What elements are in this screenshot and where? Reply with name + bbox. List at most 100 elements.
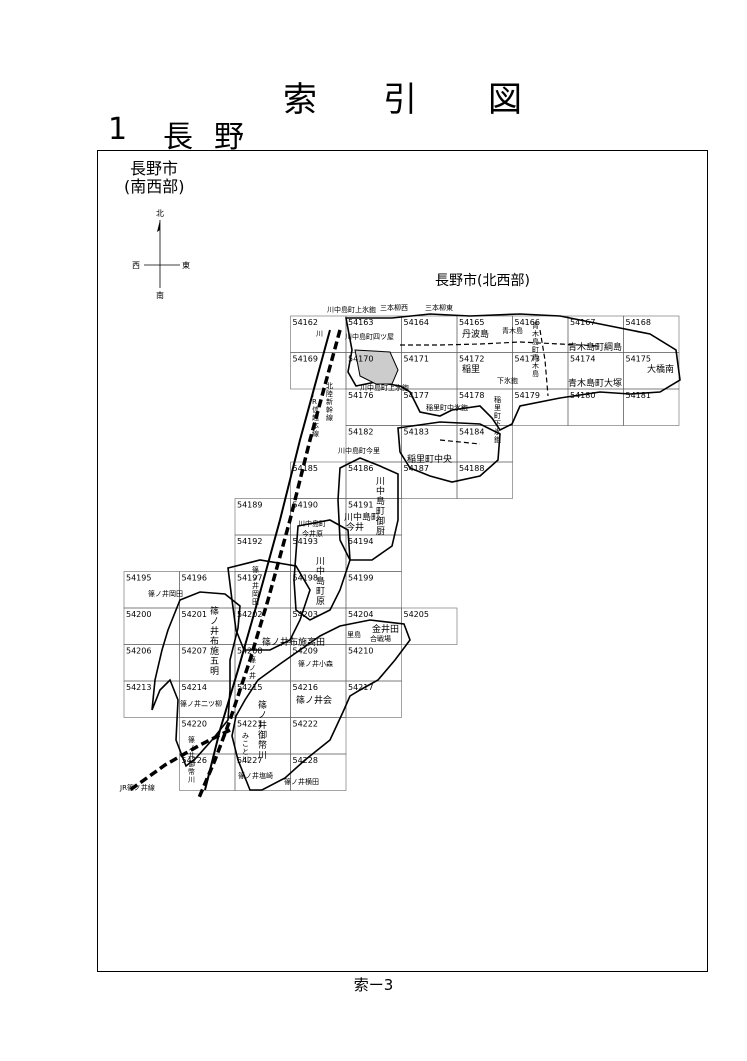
grid-cell-number: 54194 [348,537,373,546]
district-boundary [151,591,241,768]
place-label-tanbajima: 丹波島 [462,328,489,340]
place-label-satomachi: 里島 [347,630,361,639]
grid-cell-number: 54192 [237,537,262,546]
place-label-mikotogawa: みこと川 [242,732,249,764]
compass-east: 東 [182,261,190,270]
shaded-area [354,349,399,385]
place-label-layer: 川中島町上氷鉋三本柳西三本柳東川中島町四ツ屋丹波島青木島青木島町青木島青木島町綱… [119,303,674,792]
place-label-ohashiminami: 大橋南 [647,363,674,375]
place-label-inasato: 稲里 [462,363,480,375]
grid-cell[interactable] [623,388,680,426]
district-dashed-boundary [439,439,481,445]
grid-cell-number: 54215 [237,683,262,692]
place-label-shinonoi-fuse-gomyo: 篠ノ井布施五明 [210,605,219,677]
grid-cell-number: 54169 [293,355,318,364]
grid-cell-number: 54172 [459,355,484,364]
district-boundary [337,457,399,561]
jr-shinonoi-line [128,728,231,792]
jr-shinetsu-line [196,329,342,801]
grid-cell[interactable] [345,680,402,718]
grid-cell-number: 54173 [515,355,540,364]
place-label-kawanakajima-mikuriya: 川中島町御厨 [376,477,385,537]
place-label-kawanakajima-imaihara-a: 川中島町 [298,519,326,528]
grid-cell-number: 54203 [293,610,318,619]
grid-cell-number: 54181 [626,391,651,400]
grid-cell-number: 54166 [515,318,540,327]
grid-cell-number: 54187 [404,464,429,473]
compass-cross-icon [144,220,180,288]
place-label-kawanakajima-kamihikami-top: 川中島町上氷鉋 [327,305,376,314]
place-label-kanaida: 金井田 [372,623,399,635]
grid-cell-number: 54207 [182,647,207,656]
place-label-shinonoi-shiozaki: 篠ノ井塩崎 [238,771,273,780]
place-label-aokijimacho-tsunajima: 青木島町綱島 [568,341,622,353]
grid-cell-number: 54221 [237,720,262,729]
grid-cell-number: 54216 [293,683,318,692]
grid-cell-number: 54165 [459,318,484,327]
grid-cell-number: 54186 [348,464,373,473]
grid-cell-number: 54189 [237,501,262,510]
compass-north: 北 [156,209,164,218]
railway-layer [128,329,342,801]
grid-cell-number: 54200 [126,610,151,619]
grid-cell-number: 54183 [404,428,429,437]
grid-cell-number: 54178 [459,391,484,400]
place-label-aokijimacho-vertical: 青木島町青木島 [532,321,539,378]
district-dashed-boundary [400,341,601,347]
place-label-kawanakajima-kamihikami-mid: 川中島町上氷鉋 [360,383,409,392]
place-label-inasatocho-chuhikami: 稲里町中氷鉋 [426,403,468,412]
grid-cell-number: 54195 [126,574,151,583]
grid-cell-number: 54179 [515,391,540,400]
district-boundary [227,559,311,651]
section-char-2: 野 [214,120,244,155]
grid-cell-number: 54185 [293,464,318,473]
grid-cell-number: 54228 [293,756,318,765]
place-label-kawanakajima-hara: 川中島町原 [316,557,325,607]
grid-cell-number: 54168 [626,318,651,327]
place-label-aokijima: 青木島 [502,326,523,335]
grid-cell-number: 54202 [237,610,262,619]
boundaries-layer [151,313,681,791]
district-boundary [231,619,411,791]
grid-cell-number: 54205 [404,610,429,619]
place-label-jr-shinonoi: JR篠ノ井線 [119,783,155,792]
grid-cell-number: 54206 [126,647,151,656]
page-footer: 索ー3 [353,976,394,994]
place-label-shinonoi-okada-h: 篠ノ井岡田 [148,589,183,598]
grid-cell-number: 54208 [237,647,262,656]
grid-cell-number: 54217 [348,683,373,692]
grid-cell-number: 54210 [348,647,373,656]
grid-cell[interactable] [401,607,458,645]
grid-cell-number: 54209 [293,647,318,656]
grid-cell-number: 54174 [570,355,595,364]
grid-cell-number: 54177 [404,391,429,400]
grid-cell-number: 54213 [126,683,151,692]
grid-cell-number: 54196 [182,574,207,583]
place-label-shinonoi-fuse-takada: 篠ノ井布施高田 [262,636,325,648]
title-char-3: 図 [488,80,522,120]
compass-west: 西 [132,261,140,270]
place-label-nagano-shinkansen: 北陸新幹線 [326,382,333,422]
grid-cell-number: 54204 [348,610,373,619]
district-dashed-boundary [539,329,549,397]
grid-cell-number: 54162 [293,318,318,327]
grid-cell-number: 54171 [404,355,429,364]
place-label-shinonoi-oheigawa: 篠ノ井御幣川 [258,699,267,761]
grid-cell-number: 54197 [237,574,262,583]
grid-cell-number: 54198 [293,574,318,583]
title-char-1: 索 [283,80,317,120]
place-label-shinonoi-yokota: 篠ノ井横田 [284,777,319,786]
region-southwest-line2: (南西部) [124,177,185,196]
place-label-shinonoi-kai: 篠ノ井会 [296,694,332,706]
grid-cell-number: 54220 [182,720,207,729]
grid-cell-number: 54188 [459,464,484,473]
place-label-aokijimacho-otsuka: 青木島町大塚 [568,377,622,389]
grid-cell-number: 54164 [404,318,429,327]
grid-cell-number: 54170 [348,355,373,364]
place-label-shinonoi-komori: 篠ノ井小森 [298,659,333,668]
compass-south: 南 [156,291,164,300]
compass-rose: 北 南 東 西 [130,208,190,303]
